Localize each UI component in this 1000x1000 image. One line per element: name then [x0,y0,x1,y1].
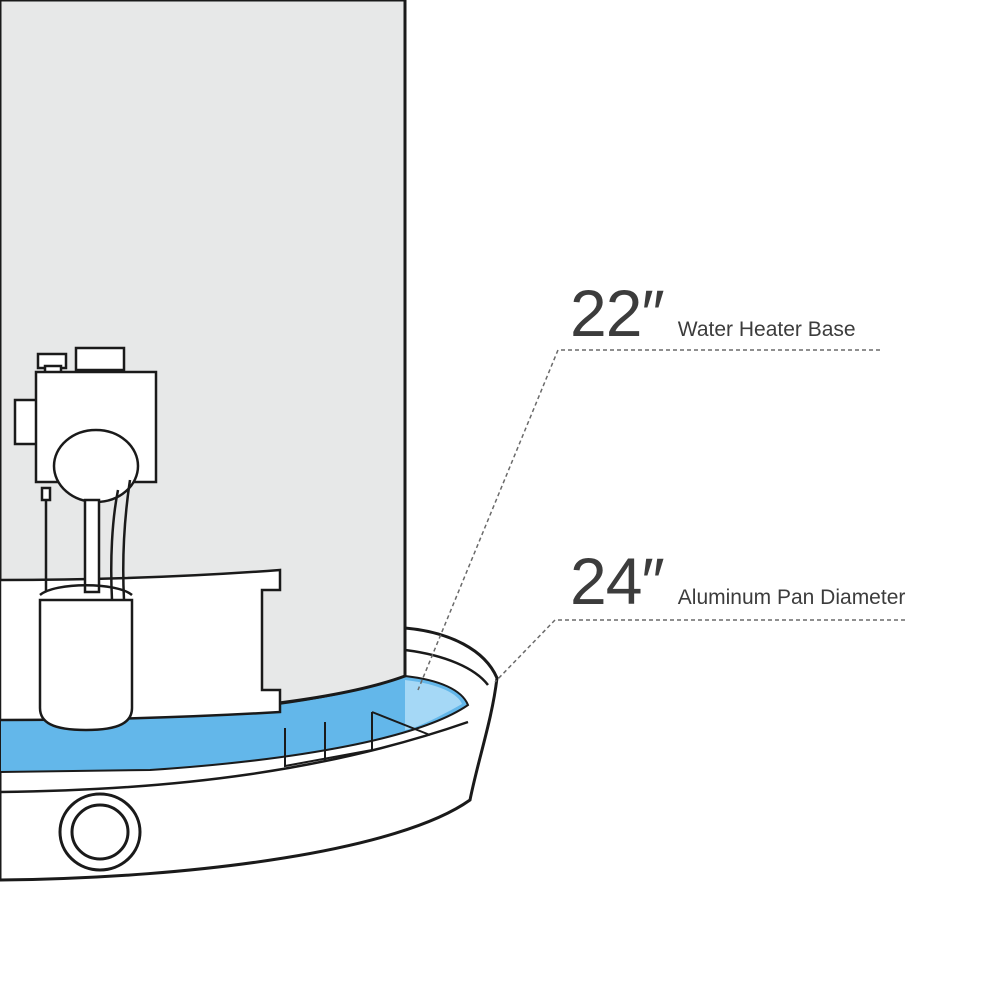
leader-line-base [417,349,880,691]
support-bracket [284,711,431,768]
burner-housing [38,584,134,732]
base-diameter-label: Water Heater Base [677,318,856,341]
pan-rim-inner [0,648,489,686]
pan-lower-band [0,720,469,794]
leader-line-pan [494,619,905,683]
pan-drain-fitting [58,792,142,872]
callout-leader-lines [417,349,905,691]
pan-water-highlight [405,680,462,730]
callout-pan-diameter: 24″ Aluminum Pan Diameter [570,548,905,614]
callout-water-heater-base: 22″ Water Heater Base [570,280,856,346]
pan-diameter-value: 24″ [570,544,665,618]
pan-diameter-label: Aluminum Pan Diameter [677,586,906,609]
base-diameter-value: 22″ [570,276,665,350]
gas-control-valve [13,346,158,601]
